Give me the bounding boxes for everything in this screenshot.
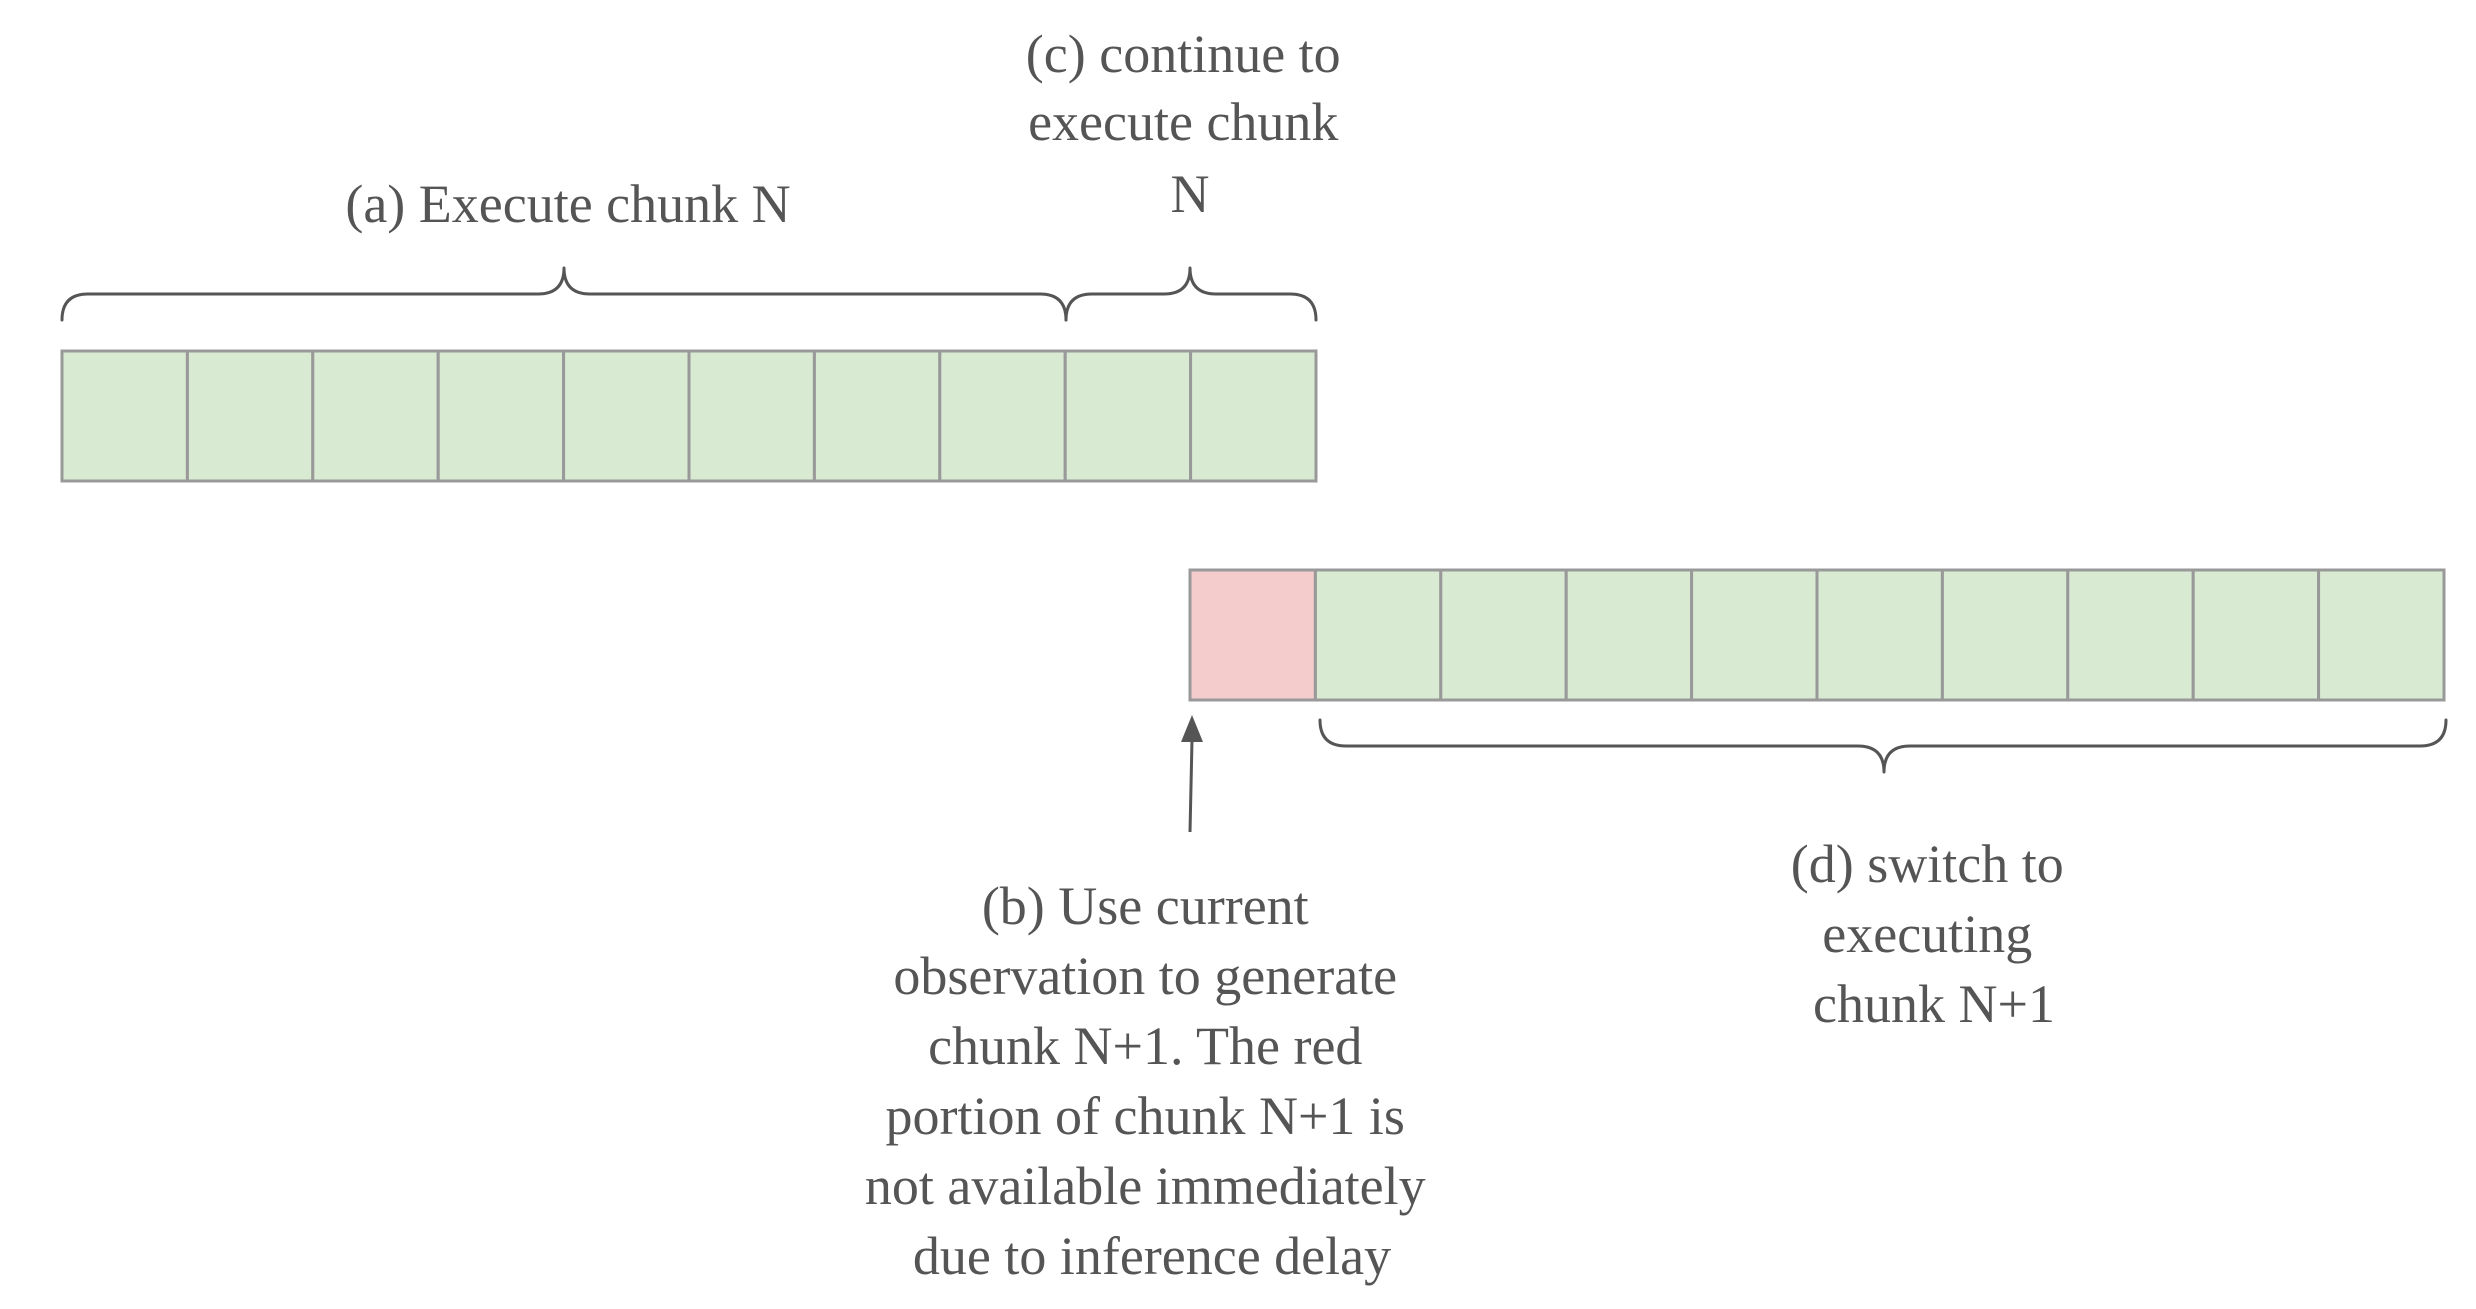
- chunk-n1-cell-executable: [2191, 568, 2321, 702]
- chunk-n-cell-executable: [812, 349, 942, 483]
- chunk-n-cell-executable: [938, 349, 1067, 483]
- chunk-n1-cell-executable: [2066, 568, 2195, 702]
- brace-a: [60, 266, 1068, 322]
- chunk-n-cell-executable: [60, 349, 189, 483]
- chunk-n-cell-executable: [311, 349, 440, 483]
- chunk-n1-cell-executable: [1439, 568, 1568, 702]
- chunk-n-cell-executable: [687, 349, 816, 483]
- chunk-n1-cell-executable: [1690, 568, 1819, 702]
- brace-d: [1318, 718, 2448, 774]
- label-a: (a) Execute chunk N: [345, 174, 790, 234]
- arrow-b-shaft: [1188, 739, 1194, 833]
- chunk-n1-cell-executable: [1815, 568, 1944, 702]
- chunk-n-cell-executable: [562, 349, 691, 483]
- arrow-b-head: [1181, 715, 1203, 742]
- chunk-n1-cell-executable: [1564, 568, 1694, 702]
- chunk-n1-cell-executable: [1313, 568, 1443, 702]
- chunk-n-row: [60, 349, 1318, 483]
- chunk-n-cell-executable: [1189, 349, 1318, 483]
- chunk-n1-cell-executable: [1940, 568, 2070, 702]
- chunk-n-cell-executable: [185, 349, 315, 483]
- label-c: (c) continue to execute chunk N: [1026, 24, 1354, 224]
- chunk-n-cell-executable: [436, 349, 566, 483]
- chunk-n1-row: [1188, 568, 2446, 702]
- brace-c: [1064, 266, 1318, 322]
- chunk-n1-cell-executable: [2317, 568, 2446, 702]
- chunk-n-cell-executable: [1063, 349, 1193, 483]
- chunk-n1-cell-delayed: [1188, 568, 1317, 702]
- label-d: (d) switch to executing chunk N+1: [1791, 834, 2077, 1034]
- label-b: (b) Use current observation to generate …: [865, 876, 1439, 1286]
